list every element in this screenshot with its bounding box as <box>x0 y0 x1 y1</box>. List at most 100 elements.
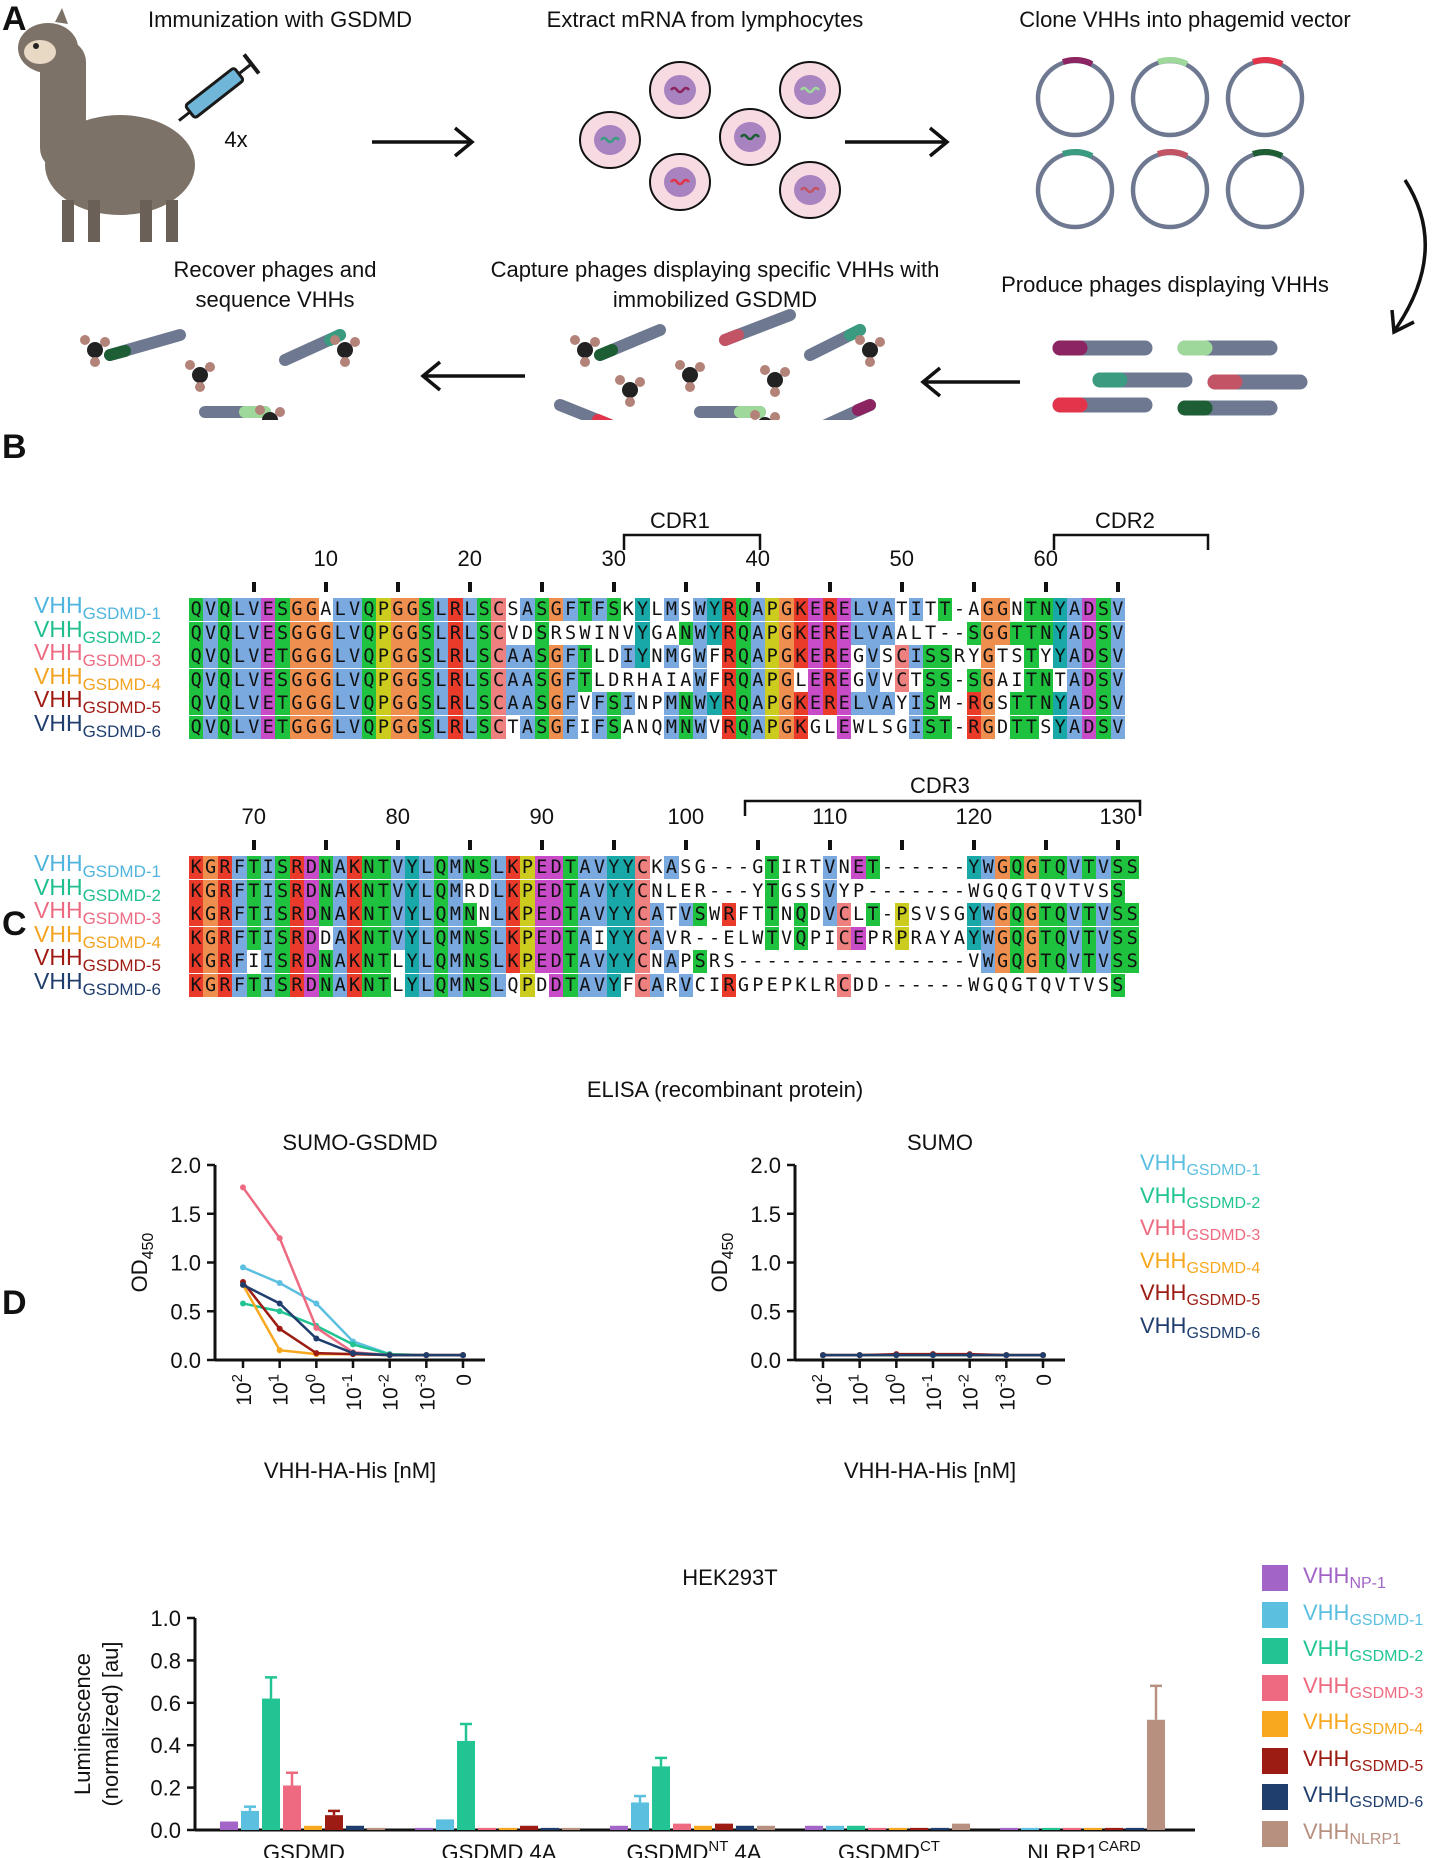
residue: A <box>750 715 765 739</box>
residue: P <box>809 927 821 949</box>
residue: V <box>925 904 937 925</box>
data-point <box>276 1300 283 1307</box>
residue: K <box>793 715 809 739</box>
residue: - <box>723 880 735 902</box>
legend-label: VHH <box>1303 1782 1350 1807</box>
residue: G <box>549 715 564 739</box>
residue: E <box>261 692 276 715</box>
residue: V <box>347 715 362 739</box>
position-tick <box>899 840 904 850</box>
residue: M <box>939 693 951 714</box>
residue: T <box>1024 715 1039 739</box>
residue: T <box>246 973 261 997</box>
residue: L <box>737 927 749 949</box>
panel-a-illustration <box>18 8 1427 420</box>
residue: D <box>549 903 564 926</box>
residue: I <box>909 598 924 621</box>
residue: M <box>664 645 679 668</box>
legend-subscript: GSDMD-6 <box>1186 1324 1261 1342</box>
legend-entry: VHHGSDMD-2 <box>1140 1183 1260 1213</box>
legend-entry: VHHGSDMD-5 <box>1140 1280 1260 1310</box>
position-tick <box>611 840 616 850</box>
residue: E <box>766 974 778 996</box>
residue: S <box>419 645 434 668</box>
residue: S <box>275 621 290 645</box>
residue: G <box>995 926 1010 950</box>
residue: R <box>721 715 737 739</box>
phage-particles <box>1052 340 1308 416</box>
residue: N <box>462 926 477 950</box>
residue: A <box>880 692 895 715</box>
residue: T <box>1024 668 1039 692</box>
series-line <box>241 1186 463 1357</box>
residue: E <box>837 645 852 668</box>
residue: T <box>246 856 261 879</box>
x-tick-exponent: -2 <box>376 1374 393 1387</box>
bar <box>1147 1719 1165 1830</box>
residue: Q <box>433 926 449 950</box>
residue: Q <box>189 598 204 621</box>
residue: Q <box>217 668 233 692</box>
y-label-main: OD <box>127 1259 152 1292</box>
residue: N <box>651 646 663 667</box>
residue: A <box>750 598 765 621</box>
bar <box>889 1827 907 1830</box>
data-point <box>893 1352 900 1359</box>
residue: S <box>275 973 290 997</box>
residue: Y <box>635 621 650 645</box>
residue: - <box>723 857 735 878</box>
residue: F <box>563 598 578 621</box>
sequence-name-subscript: GSDMD-3 <box>82 909 161 928</box>
residue: A <box>750 668 765 692</box>
data-point <box>313 1350 320 1357</box>
residue: T <box>925 599 937 620</box>
residue: N <box>318 973 333 997</box>
residue: T <box>1025 880 1037 902</box>
data-point <box>820 1352 826 1359</box>
residue: L <box>419 950 434 973</box>
residue: S <box>534 621 549 645</box>
dose-label: 4x <box>224 127 248 152</box>
sequence-name: VHHGSDMD-6 <box>34 968 161 1000</box>
residue: E <box>534 926 549 950</box>
residue: G <box>1024 856 1039 879</box>
residue: R <box>448 598 463 621</box>
sequence-name: VHHGSDMD-3 <box>34 639 161 671</box>
x-tick-label: 10-2 <box>956 1374 983 1411</box>
residue: G <box>289 692 305 715</box>
bar <box>910 1827 928 1830</box>
residue: Q <box>997 880 1009 902</box>
y-axis-label-line: Luminescence <box>70 1653 95 1795</box>
residue: I <box>261 903 276 926</box>
residue: R <box>289 856 305 879</box>
residue: T <box>752 904 764 925</box>
residue: A <box>1067 715 1082 739</box>
residue: W <box>693 715 708 739</box>
residue: A <box>896 622 908 644</box>
residue: G <box>405 692 420 715</box>
residue: V <box>865 668 881 692</box>
residue: G <box>982 974 994 996</box>
residue: R <box>881 927 893 949</box>
residue: L <box>433 692 449 715</box>
category-superscript: CARD <box>1098 1838 1141 1855</box>
residue: T <box>937 598 953 621</box>
residue: M <box>448 926 463 950</box>
residue: G <box>203 950 218 973</box>
residue: R <box>289 879 305 903</box>
residue: L <box>824 716 836 738</box>
x-tick-text: 10-2 <box>956 1374 983 1411</box>
residue: A <box>665 622 677 644</box>
residue: A <box>333 879 348 903</box>
phagemid-vectors <box>1035 57 1305 230</box>
residue: Q <box>1053 926 1068 950</box>
residue: G <box>390 715 405 739</box>
residue: Y <box>405 926 420 950</box>
residue: R <box>217 926 233 950</box>
sequence-name: VHHGSDMD-2 <box>34 874 161 906</box>
residue: D <box>304 903 319 926</box>
residue: Q <box>189 645 204 668</box>
residue: E <box>261 645 276 668</box>
residue: Q <box>217 692 233 715</box>
residue: D <box>1081 645 1097 668</box>
